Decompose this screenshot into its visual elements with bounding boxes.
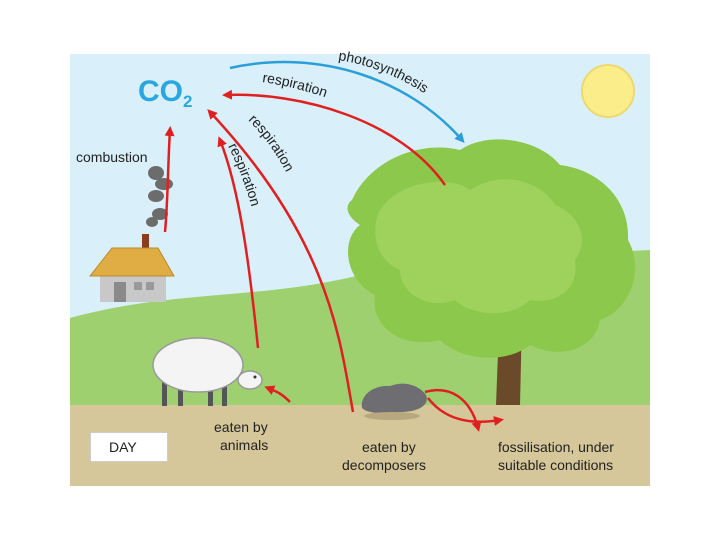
respiration-animal-arrow bbox=[217, 136, 260, 349]
eaten-by-animals-label-2: animals bbox=[220, 437, 268, 453]
sun-icon bbox=[581, 64, 635, 118]
dead-animal-icon bbox=[361, 383, 427, 420]
co2-label: CO2 bbox=[138, 75, 192, 111]
fossilisation-arrow-1 bbox=[424, 389, 482, 432]
sheep-icon bbox=[152, 337, 263, 406]
fossilisation-arrow-2 bbox=[427, 397, 504, 426]
tree-icon bbox=[347, 139, 636, 405]
combustion-arrow bbox=[163, 126, 175, 233]
eaten-by-decomposers-label-2: decomposers bbox=[342, 457, 426, 473]
fossilisation-label-2: suitable conditions bbox=[498, 457, 613, 473]
photosynthesis-arrow bbox=[229, 60, 465, 144]
respiration-decomposer-arrow bbox=[207, 109, 355, 413]
day-label: DAY bbox=[90, 432, 168, 462]
eaten-by-decomposers-label-1: eaten by bbox=[362, 439, 416, 455]
house-icon bbox=[88, 234, 175, 302]
fossilisation-label-1: fossilisation, under bbox=[498, 439, 614, 455]
eaten-by-animals-arrow bbox=[264, 385, 291, 403]
eaten-by-animals-label-1: eaten by bbox=[214, 419, 268, 435]
combustion-label: combustion bbox=[76, 149, 148, 165]
respiration-top-arrow bbox=[222, 89, 447, 186]
